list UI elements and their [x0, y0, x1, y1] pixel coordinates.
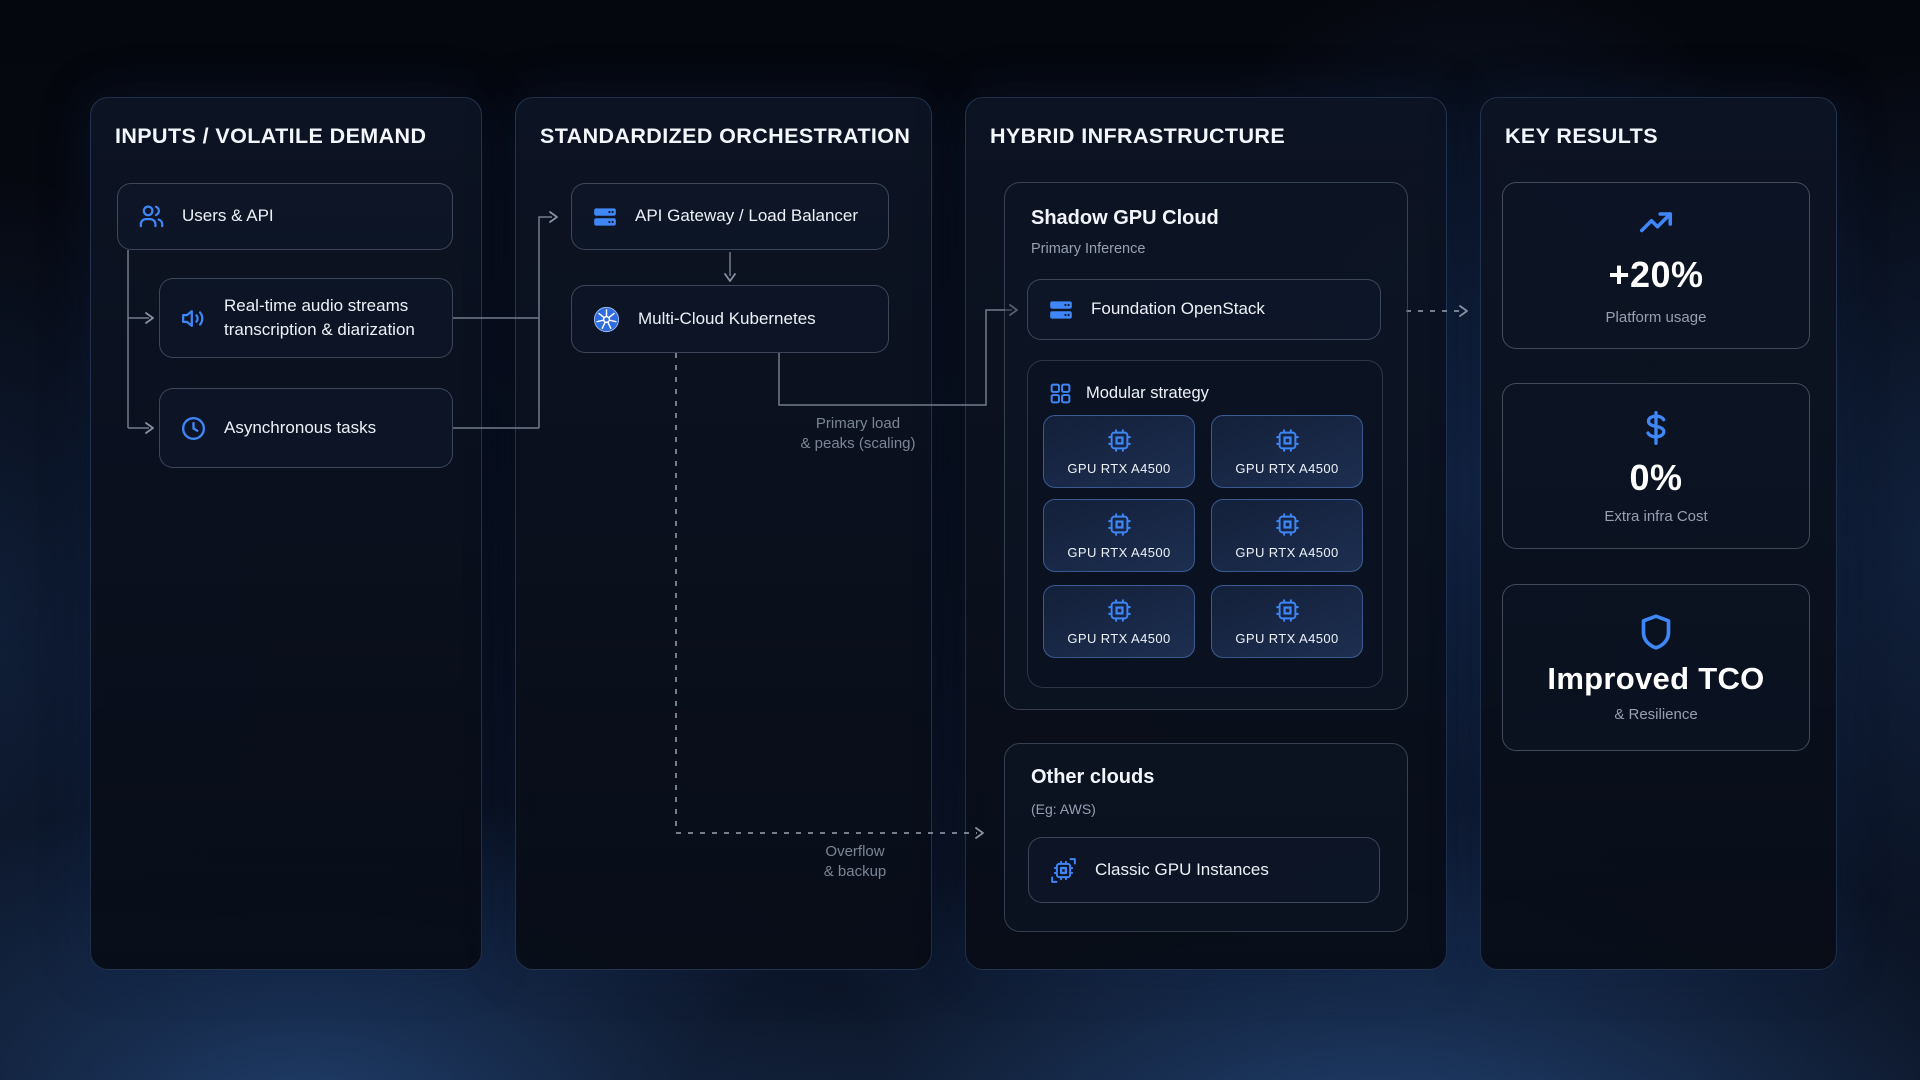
gpu-tile-label: GPU RTX A4500	[1235, 631, 1339, 646]
dollar-icon	[1646, 410, 1666, 445]
result-label: Platform usage	[1605, 309, 1707, 326]
panel-key-results: KEY RESULTS	[1480, 97, 1837, 970]
gpu-chip-icon	[1107, 513, 1131, 536]
gpu-chip-icon	[1275, 513, 1299, 536]
gpu-tile-label: GPU RTX A4500	[1235, 461, 1339, 476]
node-realtime-line2: transcription & diarization	[224, 320, 415, 339]
gpu-tile-label: GPU RTX A4500	[1067, 461, 1171, 476]
kubernetes-icon	[593, 306, 620, 332]
gpu-tile: GPU RTX A4500	[1211, 415, 1363, 488]
node-k8s-label: Multi-Cloud Kubernetes	[638, 308, 816, 328]
gpu-tile: GPU RTX A4500	[1211, 499, 1363, 572]
gpu-tile: GPU RTX A4500	[1043, 499, 1195, 572]
node-realtime-line1: Real-time audio streams	[224, 295, 409, 315]
edge-label-primary-line1: Primary load	[815, 415, 901, 432]
result-value: Improved TCO	[1547, 661, 1765, 696]
result-value: 0%	[1629, 456, 1683, 498]
node-asynchronous-tasks: Asynchronous tasks	[159, 388, 453, 468]
result-label: & Resilience	[1614, 706, 1698, 723]
clock-icon	[181, 416, 206, 440]
gpu-tile-label: GPU RTX A4500	[1067, 545, 1171, 560]
result-value: +20%	[1608, 254, 1704, 295]
shield-icon	[1641, 614, 1671, 650]
node-multicloud-kubernetes: Multi-Cloud Kubernetes	[571, 285, 889, 353]
users-icon	[139, 205, 164, 228]
gpu-chip-icon	[1107, 599, 1131, 622]
gpu-tile: GPU RTX A4500	[1043, 415, 1195, 488]
result-card-improved-tco: Improved TCO & Resilience	[1502, 584, 1810, 751]
panel-title-inputs: INPUTS / VOLATILE DEMAND	[115, 124, 427, 148]
speaker-icon	[182, 309, 204, 327]
node-classic-gpu-instances: Classic GPU Instances	[1028, 837, 1380, 903]
node-realtime-label: Real-time audio streams transcription & …	[224, 294, 415, 342]
gpu-tile-label: GPU RTX A4500	[1067, 631, 1171, 646]
result-card-platform-usage: +20% Platform usage	[1502, 182, 1810, 349]
grid-icon	[1050, 383, 1071, 404]
modular-strategy-header: Modular strategy	[1048, 381, 1209, 406]
panel-title-results: KEY RESULTS	[1505, 124, 1658, 148]
node-foundation-label: Foundation OpenStack	[1091, 299, 1265, 319]
gpu-chip-icon	[1107, 429, 1131, 452]
gpu-tile-label: GPU RTX A4500	[1235, 545, 1339, 560]
shadow-cloud-subtitle: Primary Inference	[1031, 241, 1146, 257]
edge-label-overflow-line1: Overflow	[825, 843, 885, 860]
other-clouds-title: Other clouds	[1031, 766, 1155, 788]
edge-label-overflow-line2: & backup	[823, 863, 887, 881]
edge-label-primary-load: Primary load & peaks (scaling)	[788, 414, 928, 455]
server-stack-icon	[1050, 300, 1072, 319]
server-stack-icon	[594, 207, 616, 226]
result-card-extra-infra-cost: 0% Extra infra Cost	[1502, 383, 1810, 549]
node-classic-label: Classic GPU Instances	[1095, 859, 1269, 879]
shadow-cloud-title: Shadow GPU Cloud	[1031, 207, 1219, 229]
edge-label-primary-line2: & peaks (scaling)	[800, 435, 916, 453]
panel-title-orchestration: STANDARDIZED ORCHESTRATION	[540, 124, 911, 148]
virtual-gpu-icon	[1051, 857, 1076, 883]
node-users-label: Users & API	[182, 206, 274, 226]
node-api-gateway: API Gateway / Load Balancer	[571, 183, 889, 250]
node-foundation-openstack: Foundation OpenStack	[1027, 279, 1381, 340]
node-gateway-label: API Gateway / Load Balancer	[635, 206, 859, 226]
gpu-chip-icon	[1275, 599, 1299, 622]
node-users-api: Users & API	[117, 183, 453, 250]
gpu-tile: GPU RTX A4500	[1211, 585, 1363, 658]
modular-strategy-label: Modular strategy	[1086, 384, 1209, 402]
other-clouds-subtitle: (Eg: AWS)	[1031, 801, 1096, 817]
gpu-chip-icon	[1275, 429, 1299, 452]
trending-up-icon	[1639, 212, 1673, 233]
edge-label-overflow: Overflow & backup	[785, 842, 925, 883]
panel-title-hybrid: HYBRID INFRASTRUCTURE	[990, 124, 1286, 148]
node-realtime-audio: Real-time audio streams transcription & …	[159, 278, 453, 358]
node-async-label: Asynchronous tasks	[224, 417, 377, 437]
gpu-tile: GPU RTX A4500	[1043, 585, 1195, 658]
result-label: Extra infra Cost	[1604, 507, 1708, 525]
